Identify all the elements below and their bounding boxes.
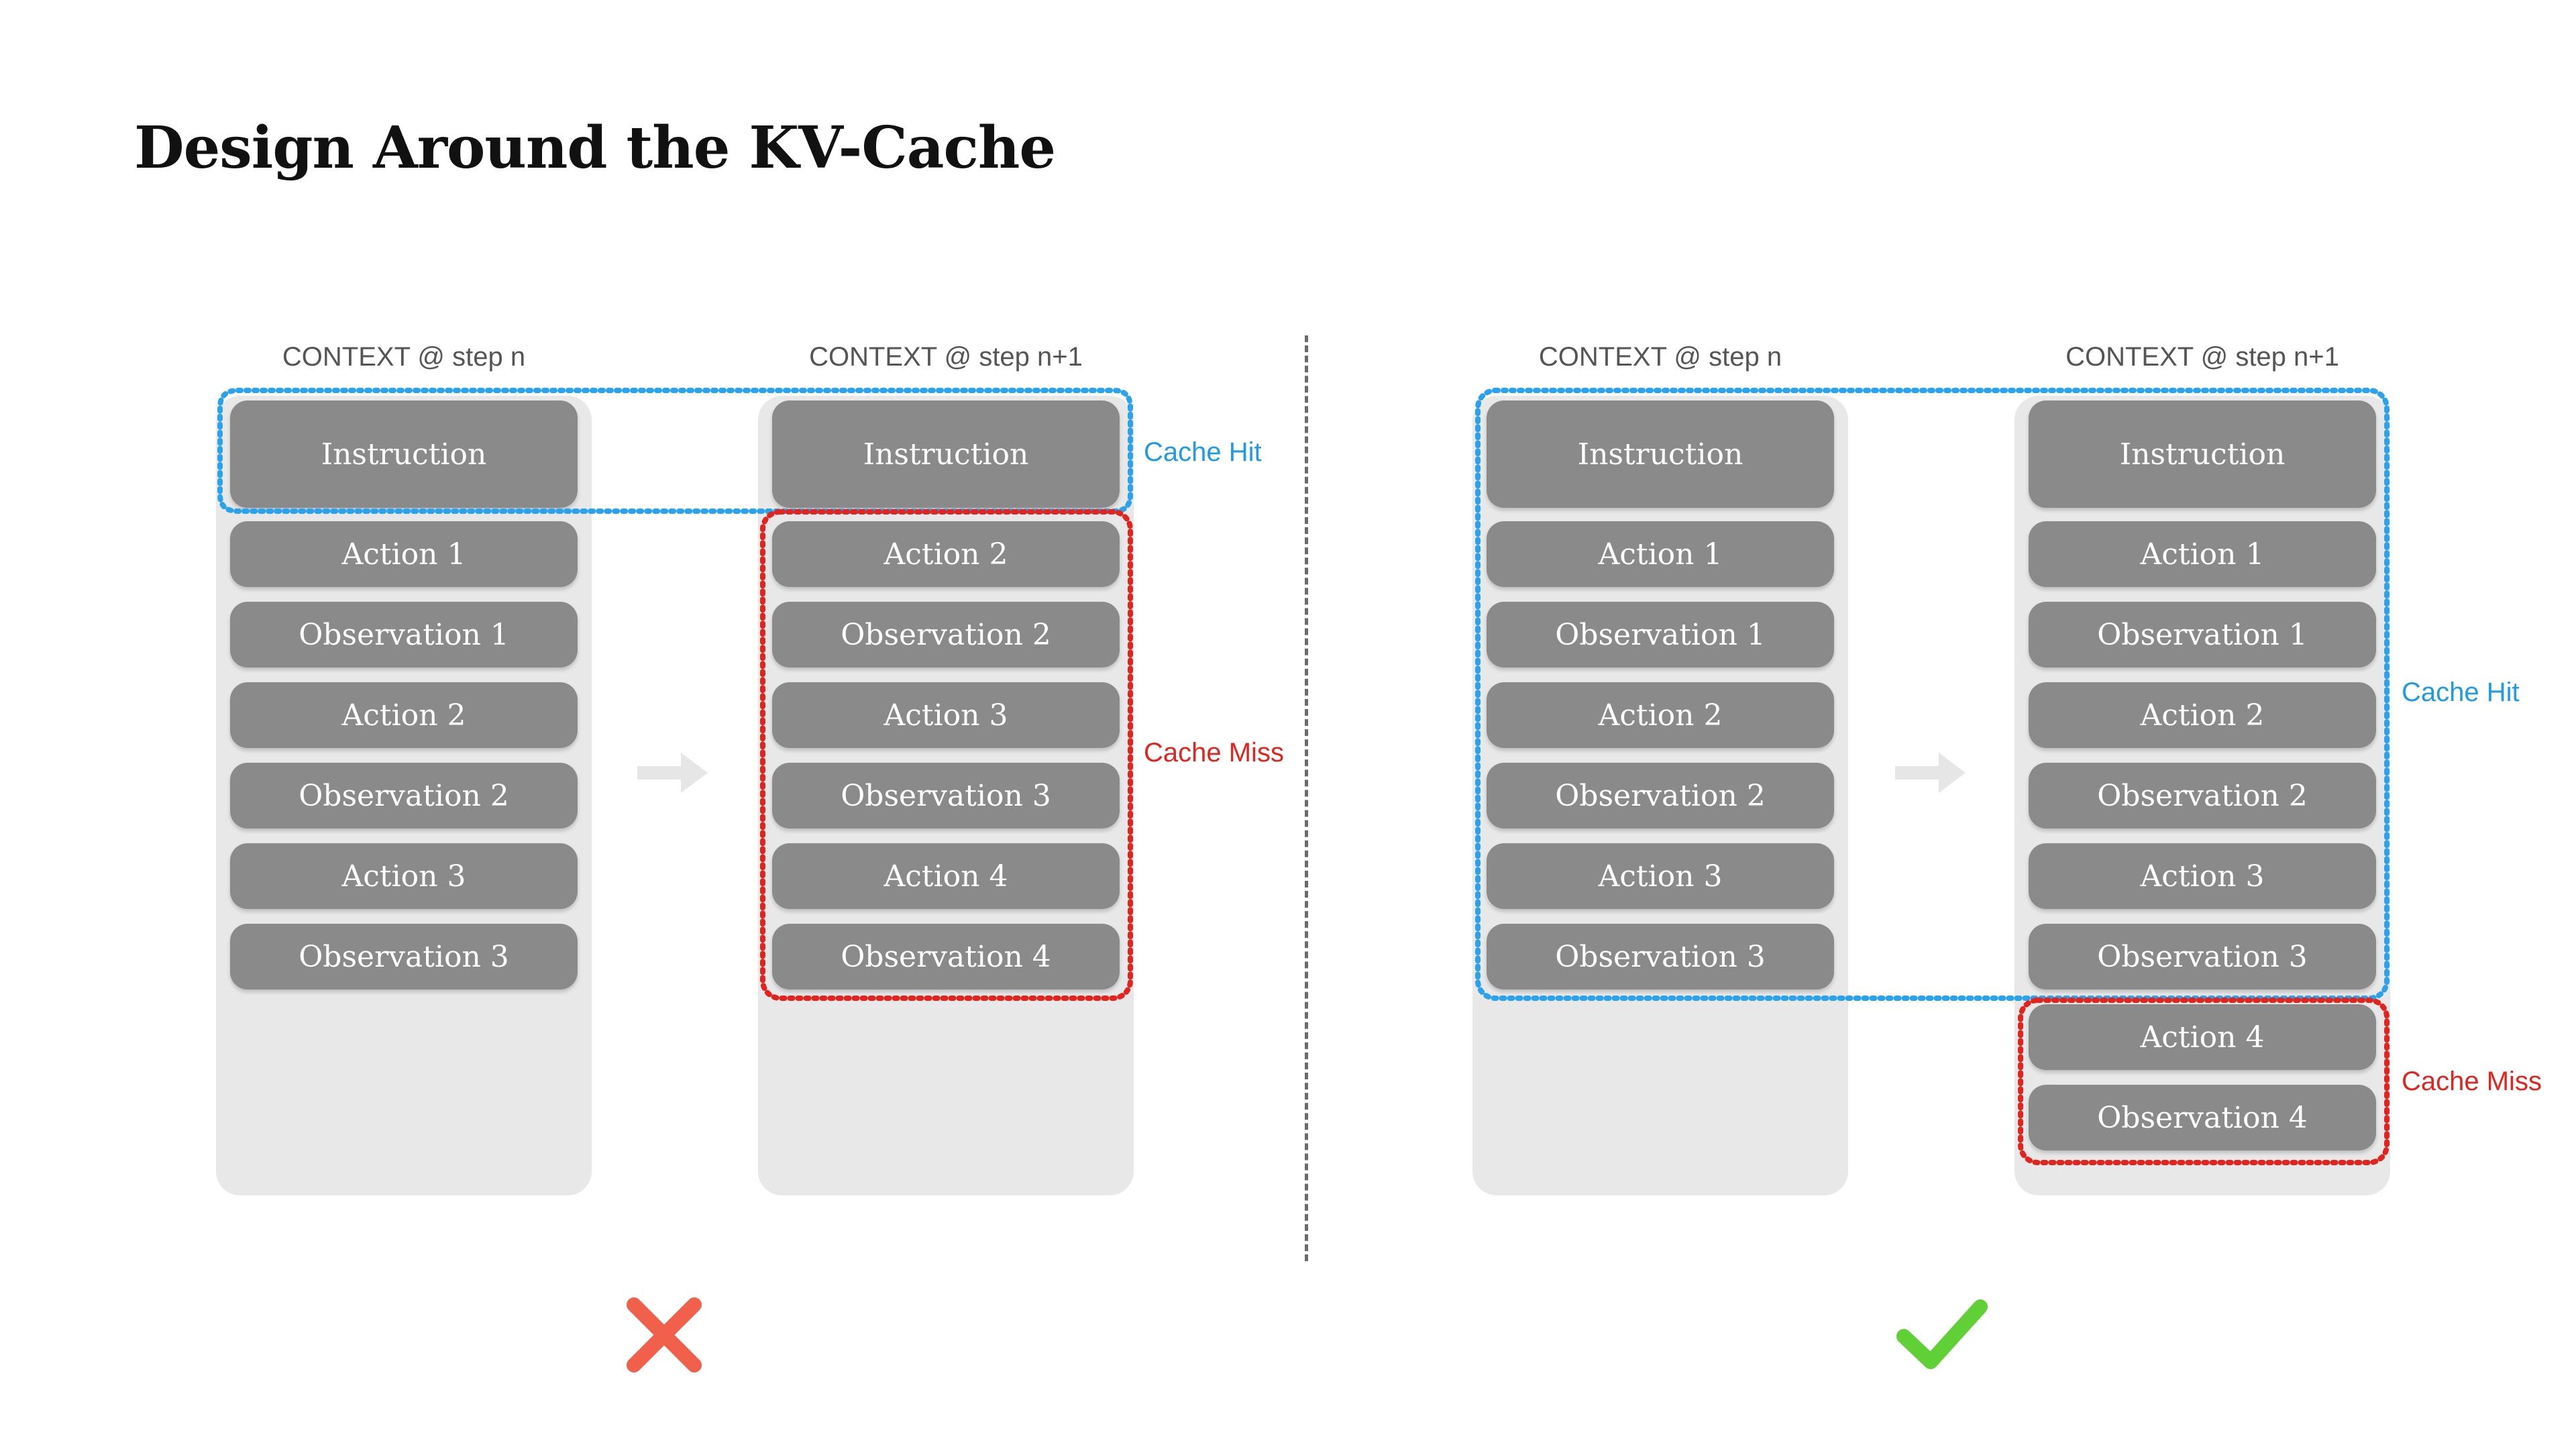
action-card: Action 2 bbox=[230, 682, 578, 748]
instruction-card: Instruction bbox=[230, 400, 578, 508]
right-cache-miss-label: Cache Miss bbox=[2402, 1067, 2542, 1096]
observation-card: Observation 3 bbox=[230, 924, 578, 989]
instruction-card: Instruction bbox=[772, 400, 1120, 508]
page-title: Design Around the KV-Cache bbox=[134, 114, 1056, 182]
left-cache-hit-label: Cache Hit bbox=[1144, 437, 1262, 467]
right-context-n1-label: CONTEXT @ step n+1 bbox=[2065, 342, 2339, 372]
divider bbox=[1305, 335, 1308, 1261]
action-card: Action 3 bbox=[1487, 843, 1834, 909]
left-context-n1-label: CONTEXT @ step n+1 bbox=[809, 342, 1083, 372]
observation-card: Observation 3 bbox=[1487, 924, 1834, 989]
left-context-n-label: CONTEXT @ step n bbox=[282, 342, 526, 372]
action-card: Action 2 bbox=[2029, 682, 2376, 748]
right-context-n-label: CONTEXT @ step n bbox=[1538, 342, 1782, 372]
action-card: Action 1 bbox=[230, 521, 578, 587]
observation-card: Observation 1 bbox=[1487, 602, 1834, 667]
cross-icon bbox=[627, 1297, 702, 1373]
action-card: Action 3 bbox=[2029, 843, 2376, 909]
action-card: Action 1 bbox=[1487, 521, 1834, 587]
observation-card: Observation 4 bbox=[2029, 1085, 2376, 1150]
action-card: Action 1 bbox=[2029, 521, 2376, 587]
instruction-card: Instruction bbox=[1487, 400, 1834, 508]
arrow-right-icon bbox=[1895, 753, 1966, 793]
observation-card: Observation 1 bbox=[230, 602, 578, 667]
action-card: Action 3 bbox=[230, 843, 578, 909]
observation-card: Observation 2 bbox=[1487, 763, 1834, 828]
arrow-right-icon bbox=[637, 753, 708, 793]
observation-card: Observation 3 bbox=[2029, 924, 2376, 989]
action-card: Action 2 bbox=[772, 521, 1120, 587]
observation-card: Observation 2 bbox=[2029, 763, 2376, 828]
observation-card: Observation 2 bbox=[772, 602, 1120, 667]
observation-card: Observation 4 bbox=[772, 924, 1120, 989]
action-card: Action 3 bbox=[772, 682, 1120, 748]
observation-card: Observation 1 bbox=[2029, 602, 2376, 667]
instruction-card: Instruction bbox=[2029, 400, 2376, 508]
action-card: Action 4 bbox=[772, 843, 1120, 909]
action-card: Action 4 bbox=[2029, 1004, 2376, 1070]
observation-card: Observation 2 bbox=[230, 763, 578, 828]
right-cache-hit-label: Cache Hit bbox=[2402, 678, 2520, 707]
check-icon bbox=[1896, 1299, 1988, 1369]
action-card: Action 2 bbox=[1487, 682, 1834, 748]
observation-card: Observation 3 bbox=[772, 763, 1120, 828]
left-cache-miss-label: Cache Miss bbox=[1144, 738, 1284, 767]
